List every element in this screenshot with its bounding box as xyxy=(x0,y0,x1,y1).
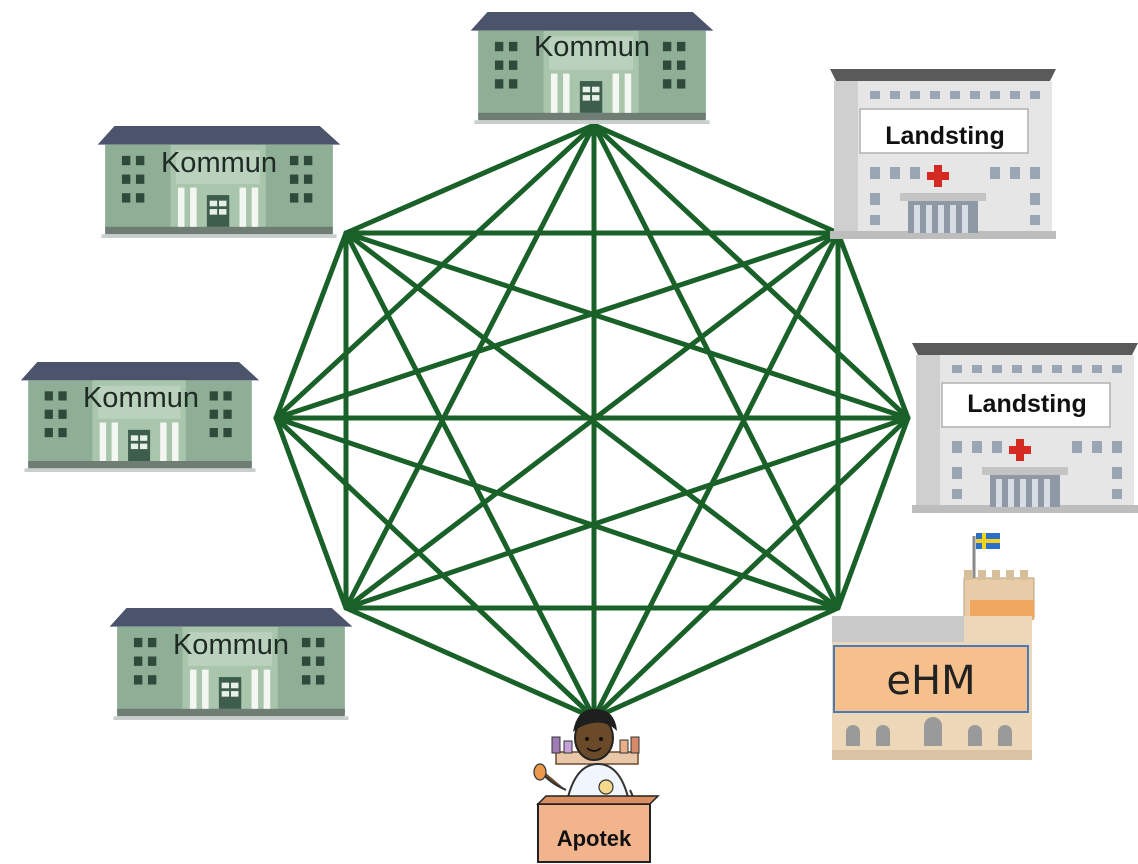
landsting-label-upper-right: Landsting xyxy=(885,122,1004,150)
apotek-label: Apotek xyxy=(557,826,632,851)
kommun-building-mid-left: Kommun xyxy=(20,362,260,472)
connection-line xyxy=(591,122,841,236)
apotek-counter xyxy=(537,803,651,863)
kommun-building-lower-left: Kommun xyxy=(109,608,353,720)
ehm-building: eHM xyxy=(832,533,1035,760)
connection-line xyxy=(591,122,911,421)
connection-line xyxy=(273,230,349,421)
landsting-label-mid-right: Landsting xyxy=(967,390,1086,418)
connection-line xyxy=(343,415,911,611)
kommun-building-upper-left: Kommun xyxy=(97,126,341,238)
kommun-label-upper-left: Kommun xyxy=(161,147,277,179)
connection-lines xyxy=(273,122,911,721)
ehm-sign xyxy=(833,645,1029,713)
connection-line xyxy=(273,415,349,611)
connection-line xyxy=(343,605,597,721)
ehm-label: eHM xyxy=(886,658,975,704)
connection-line xyxy=(273,415,597,721)
kommun-label-top: Kommun xyxy=(534,31,650,63)
connection-line xyxy=(591,230,841,721)
connection-line xyxy=(343,122,597,611)
connection-line xyxy=(273,415,841,611)
kommun-building-top: Kommun xyxy=(470,12,714,124)
apotek-pharmacist: Apotek xyxy=(533,708,660,863)
landsting-hospital-upper-right: Landsting xyxy=(830,68,1056,240)
kommun-label-mid-left: Kommun xyxy=(83,382,199,414)
connection-line xyxy=(343,230,911,421)
connection-line xyxy=(273,122,597,421)
landsting-hospital-mid-right: Landsting xyxy=(912,342,1138,514)
connection-line xyxy=(273,230,841,421)
connection-line xyxy=(591,415,911,721)
connection-line xyxy=(343,230,841,611)
connection-line xyxy=(591,605,841,721)
connection-line xyxy=(591,122,841,611)
connection-line xyxy=(835,230,911,421)
connection-line xyxy=(343,230,597,721)
connection-line xyxy=(343,122,597,236)
connection-line xyxy=(835,415,911,611)
kommun-label-lower-left: Kommun xyxy=(173,629,289,661)
